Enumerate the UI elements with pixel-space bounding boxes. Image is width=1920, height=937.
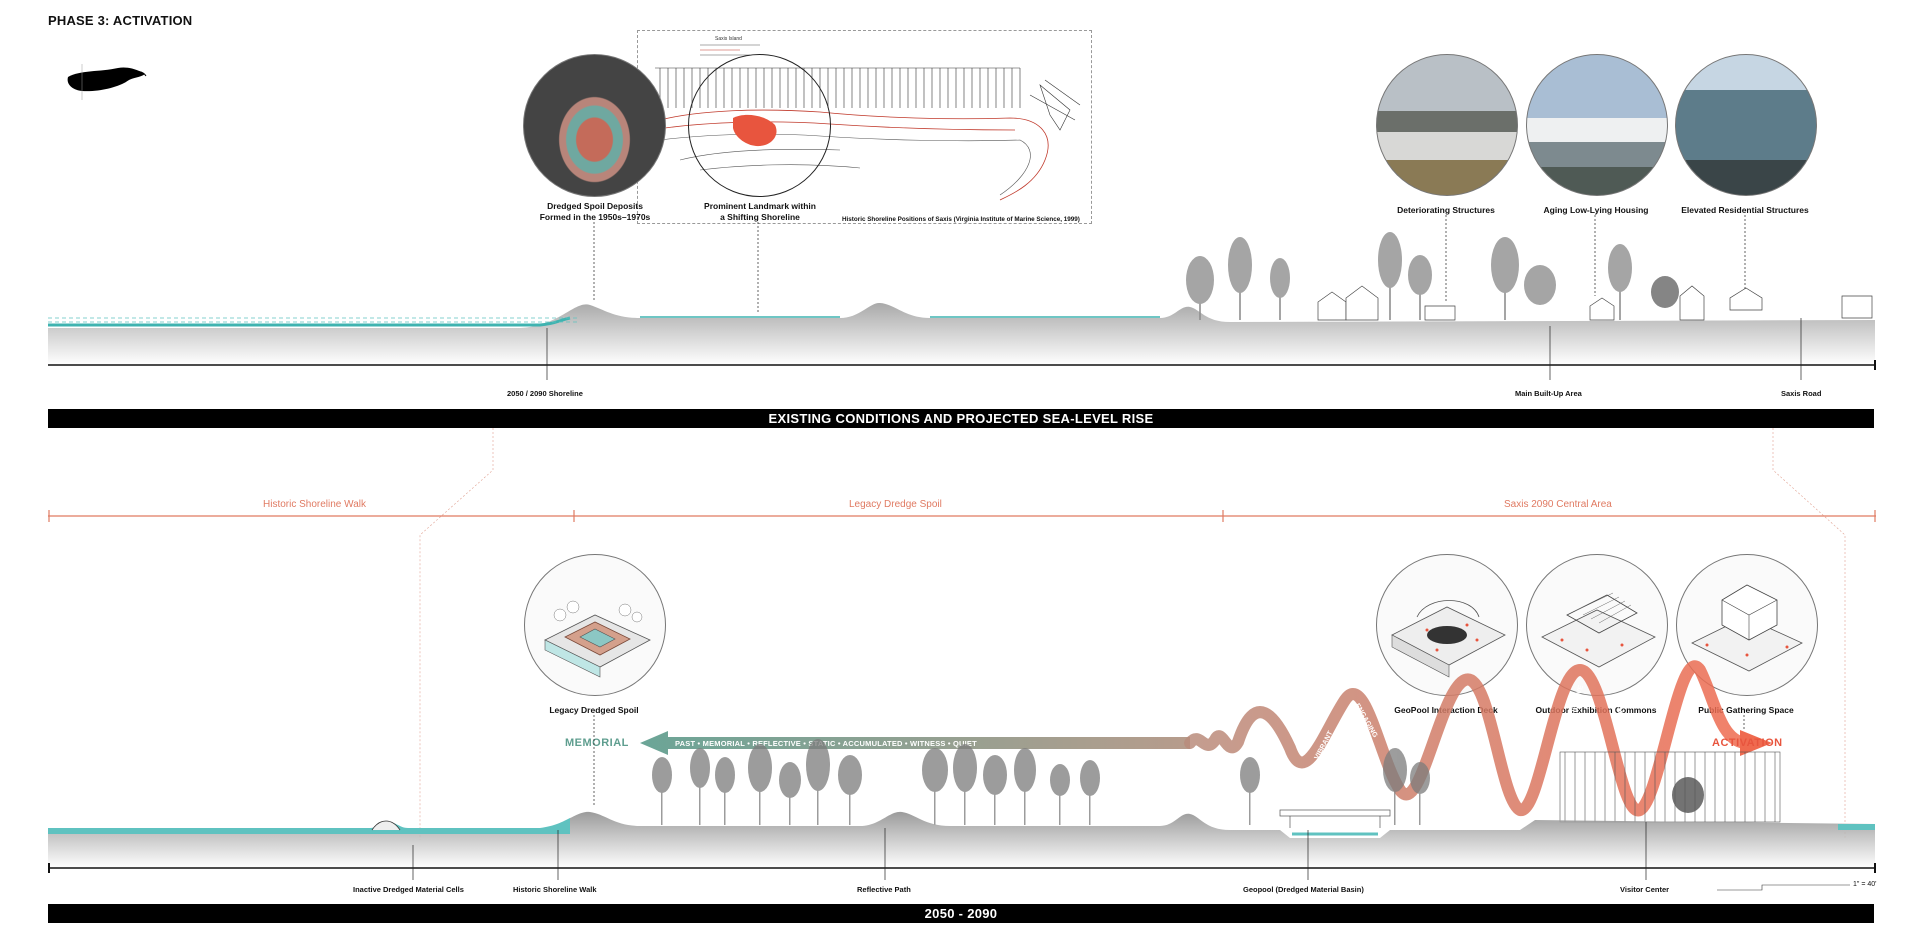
island-silhouette	[67, 64, 147, 100]
label-reflective-path: Reflective Path	[857, 885, 911, 894]
zone-legacy-dredge-spoil: Legacy Dredge Spoil	[849, 499, 942, 510]
label-geopool: Geopool (Dredged Material Basin)	[1243, 885, 1364, 894]
caption-legacy-dredged-spoil: Legacy Dredged Spoil	[549, 705, 639, 715]
banner-existing-conditions: EXISTING CONDITIONS AND PROJECTED SEA-LE…	[48, 409, 1874, 428]
wave-word-dynamic: DYNAMIC	[1450, 713, 1468, 746]
geopool-deck-axon	[1376, 554, 1518, 696]
elevated-structures-photo	[1675, 54, 1817, 196]
caption-aging-housing: Aging Low-Lying Housing	[1543, 205, 1649, 215]
scale-bar	[1717, 884, 1850, 891]
caption-geopool-deck: GeoPool Interaction Deck	[1394, 705, 1498, 715]
spoil-deposit-photo	[523, 54, 666, 197]
visitor-center-building	[1559, 751, 1781, 823]
caption-spoil-deposits: Dredged Spoil Deposits Formed in the 195…	[539, 201, 651, 222]
label-historic-walk: Historic Shoreline Walk	[513, 885, 597, 894]
caption-elevated: Elevated Residential Structures	[1681, 205, 1809, 215]
caption-deteriorating: Deteriorating Structures	[1397, 205, 1495, 215]
caption-gathering-space: Public Gathering Space	[1698, 705, 1794, 715]
activation-label: ACTIVATION	[1712, 737, 1783, 749]
scale-label: 1" = 40'	[1853, 881, 1877, 888]
wave-word-productive: PRODUCTIVE	[1393, 729, 1412, 775]
legacy-spoil-axon	[524, 554, 666, 696]
landmark-circle	[688, 54, 831, 197]
label-inactive-cells: Inactive Dredged Material Cells	[353, 885, 464, 894]
map-caption: Historic Shoreline Positions of Saxis (V…	[842, 216, 1080, 223]
aging-housing-photo	[1526, 54, 1668, 196]
deteriorating-structures-photo	[1376, 54, 1518, 196]
banner-2050-2090: 2050 - 2090	[48, 904, 1874, 923]
wave-word-vibrant: VIBRANT	[1314, 730, 1335, 761]
label-main-built-up: Main Built-Up Area	[1515, 389, 1582, 398]
memorial-label: MEMORIAL	[565, 737, 629, 749]
label-visitor-center: Visitor Center	[1620, 885, 1670, 894]
label-saxis-road: Saxis Road	[1781, 389, 1822, 398]
arrow-text: PAST • MEMORIAL • REFLECTIVE • STATIC • …	[675, 739, 977, 748]
exhibition-commons-axon	[1526, 554, 1668, 696]
gathering-space-axon	[1676, 554, 1818, 696]
page-title: PHASE 3: ACTIVATION	[48, 13, 193, 28]
caption-landmark: Prominent Landmark within a Shifting Sho…	[704, 201, 816, 222]
zone-saxis-central-area: Saxis 2090 Central Area	[1504, 499, 1612, 510]
zone-historic-shoreline-walk: Historic Shoreline Walk	[263, 499, 366, 510]
label-2050-shoreline: 2050 / 2090 Shoreline	[507, 389, 583, 398]
caption-exhibition-commons: Outdoor Exhibition Commons	[1535, 705, 1657, 715]
